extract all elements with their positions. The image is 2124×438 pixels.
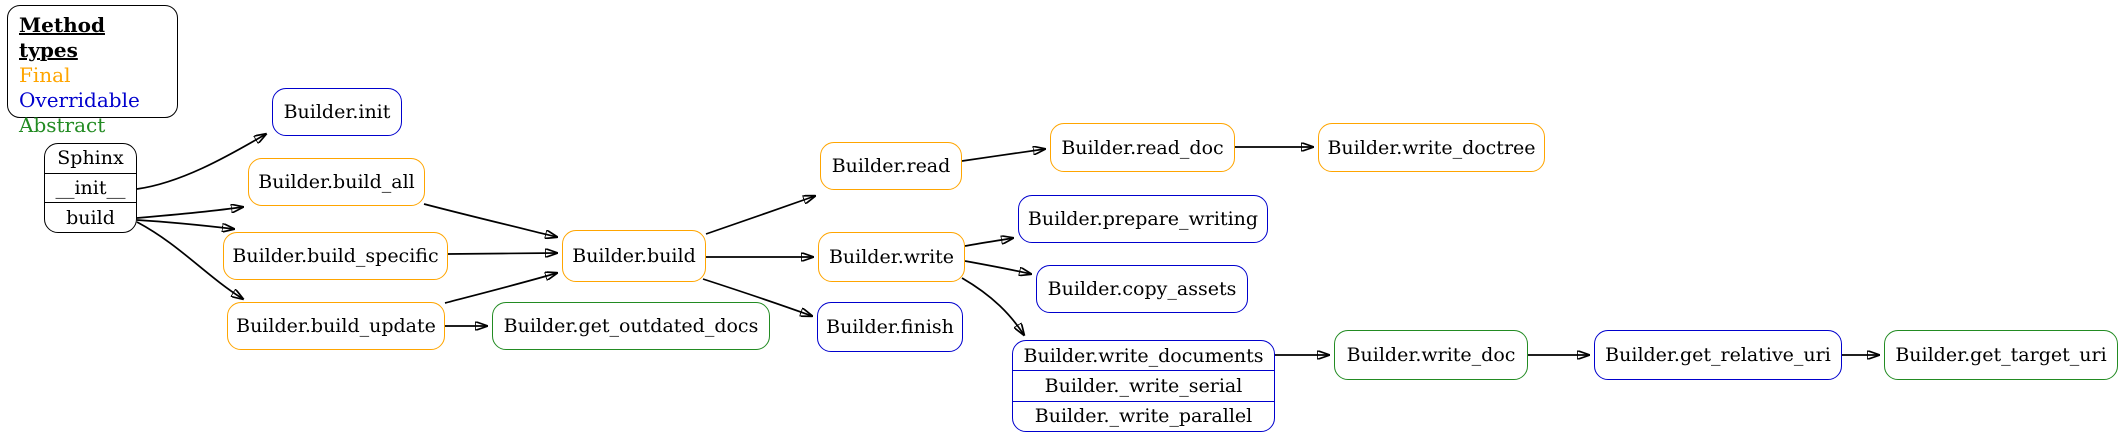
node-build_all: Builder.build_all — [248, 158, 425, 206]
legend-item-abstract: Abstract — [19, 113, 106, 137]
node-get_relative_uri: Builder.get_relative_uri — [1594, 330, 1842, 380]
legend: Method types Final Overridable Abstract — [7, 5, 178, 137]
node-build_specific: Builder.build_specific — [223, 232, 448, 280]
edge-write-to-write_documents — [961, 277, 1024, 335]
node-copy_assets: Builder.copy_assets — [1036, 265, 1248, 313]
node-read: Builder.read — [820, 142, 962, 190]
node-write_documents-row-1: Builder._write_serial — [1013, 370, 1274, 400]
node-get_target_uri: Builder.get_target_uri — [1884, 330, 2118, 380]
node-init: Builder.init — [272, 88, 402, 136]
edge-sphinx.build-to-build_all — [136, 207, 243, 219]
node-build: Builder.build — [562, 230, 706, 282]
legend-item-overridable: Overridable — [19, 88, 140, 112]
edge-sphinx.__init__-to-init — [136, 134, 266, 190]
edge-build_all-to-build — [423, 203, 557, 237]
node-write_documents-row-0: Builder.write_documents — [1023, 344, 1264, 367]
node-write_doc: Builder.write_doc — [1334, 330, 1528, 380]
edge-build-to-read — [705, 196, 815, 235]
legend-title: Method types — [19, 13, 105, 62]
edge-write-to-copy_assets — [964, 260, 1031, 274]
node-write: Builder.write — [818, 232, 965, 282]
node-finish: Builder.finish — [817, 302, 963, 352]
node-sphinx-row-0: Sphinx — [57, 147, 124, 170]
legend-item-final: Final — [19, 63, 71, 87]
node-sphinx: Sphinx__init__build — [44, 143, 137, 233]
node-build_update: Builder.build_update — [227, 302, 445, 350]
node-write_doctree: Builder.write_doctree — [1318, 123, 1545, 172]
edge-write-to-prepare_writing — [964, 238, 1013, 247]
edge-build-to-finish — [702, 278, 812, 316]
node-sphinx-row-1: __init__ — [45, 172, 136, 203]
node-prepare_writing: Builder.prepare_writing — [1018, 195, 1268, 243]
node-sphinx-row-2: build — [45, 202, 136, 232]
edge-sphinx.build-to-build_specific — [136, 219, 234, 229]
edge-read-to-read_doc — [961, 149, 1045, 162]
edge-build_update-to-build — [444, 273, 557, 304]
node-write_documents-row-2: Builder._write_parallel — [1013, 400, 1274, 431]
node-get_outdated_docs: Builder.get_outdated_docs — [492, 302, 770, 350]
edge-build_specific-to-build — [447, 253, 557, 254]
node-read_doc: Builder.read_doc — [1050, 123, 1235, 172]
edge-sphinx.build-to-build_update — [136, 221, 243, 299]
